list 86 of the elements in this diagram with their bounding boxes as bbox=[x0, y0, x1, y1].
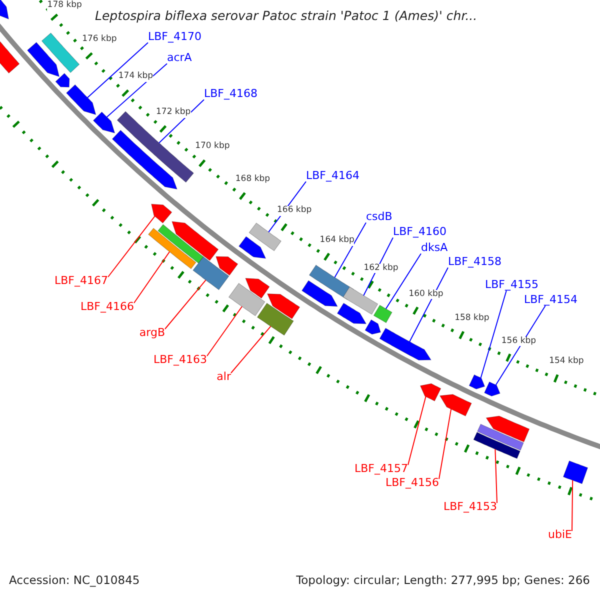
gene-label: argB bbox=[139, 327, 165, 340]
gene-label: alr bbox=[216, 371, 231, 384]
gene-block bbox=[562, 460, 588, 484]
gene-feature bbox=[245, 278, 270, 299]
tick-label: 154 kbp bbox=[549, 357, 584, 368]
tick-label: 172 kbp bbox=[156, 108, 191, 118]
gene-label: ubiE bbox=[548, 529, 572, 542]
leader-line bbox=[494, 448, 498, 504]
gene-label: LBF_4168 bbox=[204, 88, 258, 101]
leader-line bbox=[334, 222, 366, 278]
gene-label: acrA bbox=[167, 52, 192, 65]
leader-line bbox=[495, 305, 546, 386]
gene-feature bbox=[266, 293, 300, 320]
gene-block bbox=[192, 256, 230, 290]
gene-label: LBF_4156 bbox=[386, 477, 439, 490]
tick-label: 158 kbp bbox=[454, 314, 490, 324]
gene-block bbox=[373, 304, 392, 324]
gene-block bbox=[256, 302, 294, 336]
tick-label: 156 kbp bbox=[501, 336, 536, 346]
tick-label: 168 kbp bbox=[235, 175, 270, 185]
gene-label: LBF_4155 bbox=[485, 279, 538, 292]
leader-line bbox=[106, 63, 168, 118]
tick-label: 176 kbp bbox=[82, 34, 117, 45]
leader-line bbox=[409, 267, 448, 342]
gene-feature bbox=[26, 42, 60, 78]
gene-label: LBF_4154 bbox=[524, 294, 578, 307]
gene-block bbox=[473, 432, 520, 459]
gene-block bbox=[41, 32, 80, 74]
tick-label: 174 kbp bbox=[118, 72, 154, 82]
gene-feature bbox=[151, 204, 172, 224]
gene-block bbox=[248, 222, 282, 252]
tick-label: 170 kbp bbox=[195, 142, 230, 152]
gene-block bbox=[158, 224, 204, 264]
gene-feature bbox=[238, 236, 266, 259]
tick-label: 166 kbp bbox=[277, 206, 312, 216]
gene-feature bbox=[468, 374, 486, 390]
genome-info-text: Topology: circular; Length: 277,995 bp; Genes: 266 bbox=[296, 574, 590, 588]
gene-feature bbox=[0, 0, 9, 20]
leader-line bbox=[408, 396, 426, 466]
gene-label: dksA bbox=[421, 242, 448, 255]
gene-feature bbox=[92, 112, 116, 134]
gene-label: LBF_4160 bbox=[393, 226, 446, 239]
leader-line bbox=[480, 290, 507, 378]
leader-line bbox=[108, 216, 156, 278]
gene-label: LBF_4170 bbox=[148, 31, 202, 44]
gene-label: csdB bbox=[366, 211, 392, 224]
leader-line bbox=[438, 408, 452, 480]
leader-line bbox=[134, 251, 170, 304]
gene-feature bbox=[486, 416, 530, 442]
tick-label: 160 kbp bbox=[408, 290, 444, 300]
gene-feature bbox=[172, 221, 219, 261]
gene-feature bbox=[301, 280, 338, 307]
gene-label: LBF_4167 bbox=[54, 275, 108, 288]
gene-label: LBF_4153 bbox=[444, 501, 497, 514]
gene-feature bbox=[216, 256, 238, 276]
tick-label: 164 kbp bbox=[320, 236, 354, 246]
gene-label: LBF_4163 bbox=[154, 354, 207, 367]
gene-feature bbox=[364, 319, 381, 335]
title: Leptospira biflexa serovar Patoc strain 'Patoc 1 (Ames)' chr... bbox=[95, 9, 478, 24]
gene-feature bbox=[420, 383, 442, 402]
gene-feature bbox=[66, 84, 96, 116]
leader-line bbox=[158, 99, 204, 144]
leader-line bbox=[230, 326, 272, 374]
gene-label: LBF_4166 bbox=[80, 301, 134, 314]
leader-line bbox=[572, 480, 574, 532]
gene-feature bbox=[439, 394, 472, 416]
gene-feature bbox=[484, 382, 500, 396]
gene-label: LBF_4158 bbox=[448, 256, 502, 269]
tick-label: 178 kbp bbox=[47, 1, 82, 11]
leader-line bbox=[385, 253, 422, 310]
gene-feature bbox=[336, 302, 367, 324]
gene-block bbox=[148, 228, 196, 270]
accession-text: Accession: NC_010845 bbox=[9, 574, 140, 588]
gene-label: LBF_4164 bbox=[306, 170, 360, 183]
leader-line bbox=[363, 237, 394, 296]
leader-line bbox=[206, 306, 242, 356]
gene-feature bbox=[55, 72, 70, 88]
gene-feature bbox=[112, 130, 178, 190]
leader-line bbox=[164, 280, 206, 330]
gene-block bbox=[228, 282, 266, 316]
gene-block bbox=[342, 286, 378, 315]
gene-block bbox=[477, 424, 524, 451]
leader-line bbox=[87, 42, 148, 98]
tick-label: 162 kbp bbox=[364, 264, 398, 274]
gene-feature bbox=[379, 328, 432, 360]
gene-label: LBF_4157 bbox=[354, 463, 408, 476]
